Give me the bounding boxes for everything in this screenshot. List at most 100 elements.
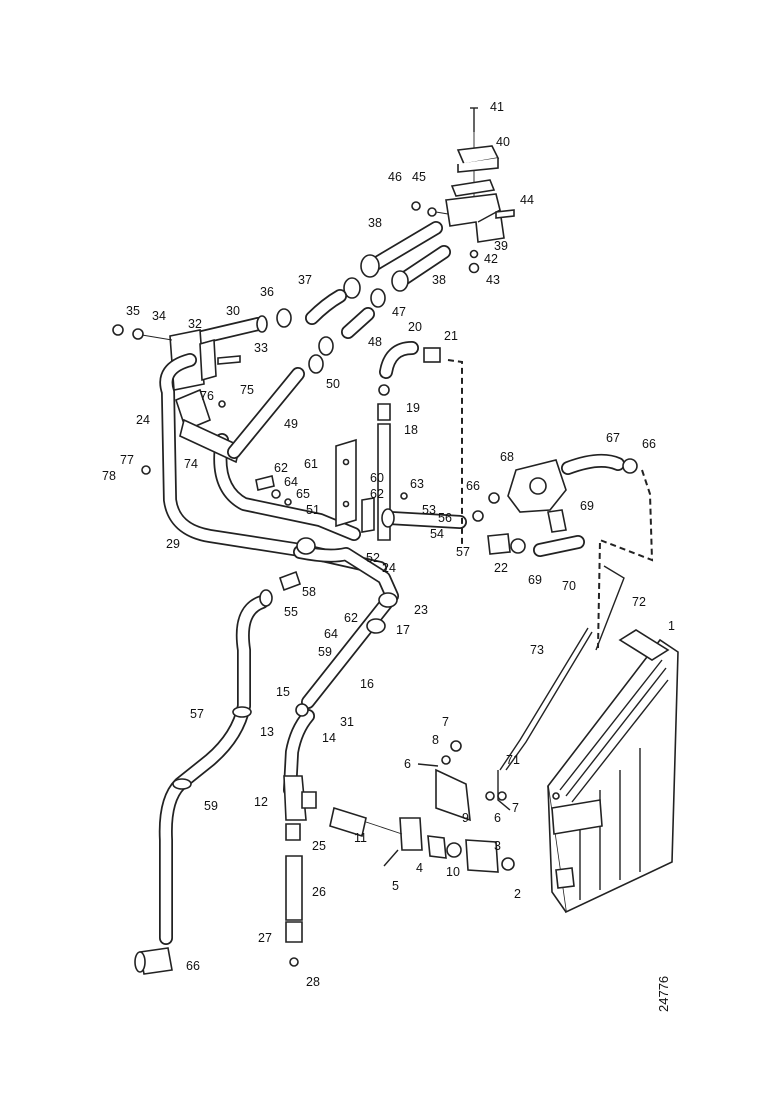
callout-30: 30 — [226, 304, 240, 318]
callout-28: 28 — [306, 975, 320, 989]
callout-6: 6 — [404, 757, 411, 771]
callout-54: 54 — [430, 527, 444, 541]
callout-5: 5 — [392, 879, 399, 893]
callout-57: 57 — [456, 545, 470, 559]
callout-45: 45 — [412, 170, 426, 184]
callout-40: 40 — [496, 135, 510, 149]
callout-57-b: 57 — [190, 707, 204, 721]
callout-69-b: 69 — [528, 573, 542, 587]
tee-12 — [283, 703, 317, 967]
callout-9: 9 — [462, 811, 469, 825]
upper-hoses — [276, 221, 451, 339]
callout-71: 71 — [506, 753, 520, 767]
radiator — [547, 629, 679, 914]
callout-21: 21 — [444, 329, 458, 343]
rods-and-links — [447, 359, 654, 811]
callout-64: 64 — [284, 475, 298, 489]
callout-50: 50 — [326, 377, 340, 391]
hose-54 — [381, 492, 467, 529]
pipe-49 — [227, 336, 334, 459]
callout-53: 53 — [422, 503, 436, 517]
callout-46: 46 — [388, 170, 402, 184]
pipe-16 — [293, 537, 399, 709]
callout-42: 42 — [484, 252, 498, 266]
callout-49: 49 — [284, 417, 298, 431]
callout-35: 35 — [126, 304, 140, 318]
callout-20: 20 — [408, 320, 422, 334]
callout-39: 39 — [494, 239, 508, 253]
callout-59-b: 59 — [204, 799, 218, 813]
callout-2: 2 — [514, 887, 521, 901]
callout-62: 62 — [274, 461, 288, 475]
reference-code: 24776 — [656, 976, 671, 1012]
callout-17: 17 — [396, 623, 410, 637]
callouts: 41 40 46 45 44 38 39 42 43 38 37 36 47 3… — [102, 100, 675, 989]
callout-23: 23 — [414, 603, 428, 617]
elbow-20 — [377, 341, 441, 541]
callout-24-b: 24 — [382, 561, 396, 575]
callout-15: 15 — [276, 685, 290, 699]
callout-48: 48 — [368, 335, 382, 349]
callout-58: 58 — [302, 585, 316, 599]
lower-hardware — [329, 740, 515, 873]
callout-16: 16 — [360, 677, 374, 691]
callout-11: 11 — [354, 831, 367, 845]
callout-27: 27 — [258, 931, 272, 945]
callout-70: 70 — [562, 579, 576, 593]
callout-38-b: 38 — [432, 273, 446, 287]
callout-18: 18 — [404, 423, 418, 437]
callout-62-c: 62 — [344, 611, 358, 625]
callout-33: 33 — [254, 341, 268, 355]
callout-7: 7 — [442, 715, 449, 729]
callout-8: 8 — [432, 733, 439, 747]
callout-10: 10 — [446, 865, 460, 879]
callout-59: 59 — [318, 645, 332, 659]
callout-37: 37 — [298, 273, 312, 287]
valve-assembly — [472, 453, 638, 557]
callout-73: 73 — [530, 643, 544, 657]
callout-65: 65 — [296, 487, 310, 501]
callout-13: 13 — [260, 725, 274, 739]
callout-3: 3 — [494, 839, 501, 853]
callout-7-b: 7 — [512, 801, 519, 815]
bracket-60 — [255, 438, 375, 533]
callout-64-b: 64 — [324, 627, 338, 641]
callout-66-c: 66 — [186, 959, 200, 973]
callout-51: 51 — [306, 503, 320, 517]
callout-68: 68 — [500, 450, 514, 464]
callout-26: 26 — [312, 885, 326, 899]
callout-1: 1 — [668, 619, 675, 633]
callout-14: 14 — [322, 731, 336, 745]
callout-66-b: 66 — [466, 479, 480, 493]
callout-4: 4 — [416, 861, 423, 875]
pipe-57 — [134, 570, 302, 975]
callout-67: 67 — [606, 431, 620, 445]
pipe-29 — [141, 353, 387, 575]
callout-72: 72 — [632, 595, 646, 609]
callout-62-b: 62 — [370, 487, 384, 501]
callout-55: 55 — [284, 605, 298, 619]
callout-24: 24 — [136, 413, 150, 427]
callout-19: 19 — [406, 401, 420, 415]
callout-36: 36 — [260, 285, 274, 299]
callout-32: 32 — [188, 317, 202, 331]
callout-74: 74 — [184, 457, 198, 471]
callout-38: 38 — [368, 216, 382, 230]
callout-43: 43 — [486, 273, 500, 287]
callout-25: 25 — [312, 839, 326, 853]
callout-52: 52 — [366, 551, 380, 565]
callout-44: 44 — [520, 193, 534, 207]
left-bracket — [112, 315, 268, 391]
callout-69: 69 — [580, 499, 594, 513]
callout-61: 61 — [304, 457, 318, 471]
callout-34: 34 — [152, 309, 166, 323]
callout-78: 78 — [102, 469, 116, 483]
bracket-assembly — [411, 107, 515, 274]
callout-60: 60 — [370, 471, 384, 485]
callout-56: 56 — [438, 511, 452, 525]
callout-75: 75 — [240, 383, 254, 397]
callout-31: 31 — [340, 715, 354, 729]
callout-76: 76 — [200, 389, 214, 403]
callout-22: 22 — [494, 561, 508, 575]
